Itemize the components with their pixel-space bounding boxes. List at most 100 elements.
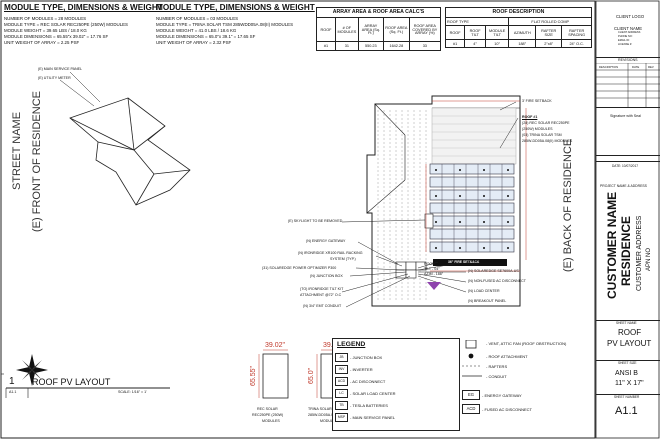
label-back-of-residence: (E) BACK OF RESIDENCE <box>562 138 574 272</box>
legend-item-fused-acd: ACD- FUSED AC DISCONNECT <box>462 404 532 414</box>
legend-item: JB- JUNCTION BOX <box>335 353 382 362</box>
footer-scale: SCALE: 1/16" = 1' <box>118 390 147 394</box>
client-line: LICENSE #: <box>618 43 632 46</box>
label-ac-disconnect: (N) NON-FUSED AC DISCONNECT <box>468 279 526 283</box>
spec-left-line: NUMBER OF MODULES = 28 MODULES <box>4 16 87 21</box>
legend-item: ACD- AC DISCONNECT <box>335 377 385 386</box>
legend-title: LEGEND <box>337 341 366 348</box>
equipment-box <box>415 261 427 271</box>
trina-caption: TRINA SOLAR TSM <box>308 407 341 411</box>
spec-left-line: MODULE DIMENSIONS = 65.55"x 39.02" = 17.… <box>4 34 109 39</box>
label-tesla-batteries: (N) TESLA BATTERIES <box>468 259 506 263</box>
equipment-box <box>405 269 417 279</box>
rev-header: REV <box>648 65 654 69</box>
spec-left-title: MODULE TYPE, DIMENSIONS & WEIGHT <box>4 3 163 12</box>
label-inverter: (N) SOLAREDGE SE7600A-US <box>468 269 519 273</box>
equipment-box <box>395 261 407 271</box>
trina-height-label: 65.0" <box>308 367 315 384</box>
label-roof1-title: ROOF #1 <box>522 115 538 119</box>
sheet-number: A1.1 <box>615 405 638 417</box>
table-cell: #1 <box>315 41 337 51</box>
footer-number: 1 <box>9 376 15 387</box>
trina-caption-3: MODULES <box>320 419 338 423</box>
setback-area <box>431 107 517 165</box>
table-cell: 24" O.C. <box>561 39 592 48</box>
table-header: ROOF <box>444 25 466 40</box>
label-main-service-panel: (E) MAIN SERVICE PANEL <box>38 67 83 71</box>
label-tilt-kit-2: ATTACHMENT @72" O.C <box>300 293 342 297</box>
label-street-name: STREET NAME <box>11 111 23 190</box>
apn-number: APN NO <box>646 247 652 271</box>
rec-width-label: 39.02" <box>265 342 286 349</box>
signature-label: Signature with Seal <box>610 114 641 118</box>
legend-item: INV- INVERTER <box>335 365 373 374</box>
footer-title: ROOF PV LAYOUT <box>32 377 111 387</box>
table-header: ROOF TILT <box>464 25 486 40</box>
dimension-lines <box>425 100 527 272</box>
spec-right-line: NUMBER OF MODULES = 03 MODULES <box>156 16 239 21</box>
table-cell: #1 <box>444 39 466 48</box>
residence-label: RESIDENCE <box>619 215 633 286</box>
revisions-title: REVISIONS <box>618 58 638 62</box>
title-block-sheet-name: SHEET NAME ROOF PV LAYOUT <box>596 320 660 361</box>
sheet-name-label: SHEET NAME <box>616 321 637 325</box>
label-breakout-panel: (N) BREAKOUT PANEL <box>468 299 507 303</box>
title-block-revisions: REVISIONS DESCRIPTION DATE REV <box>596 57 660 108</box>
legend-item: LC- SOLAR LOAD CENTER <box>335 389 396 398</box>
legend-symbols <box>462 340 482 377</box>
pv-module-row <box>429 163 515 175</box>
sheet-number-label: SHEET NUMBER <box>614 395 640 399</box>
legend-item-vent: - VENT, ATTIC FAN (ROOF OBSTRUCTION) <box>486 341 567 346</box>
sheet-size-label: SHEET SIZE <box>618 361 637 365</box>
roof-attachment-icon <box>468 353 474 359</box>
rec-module-diagram <box>262 353 289 399</box>
legend-item-rafters: - RAFTERS <box>486 364 508 369</box>
pv-module-row <box>429 189 515 201</box>
label-utility-meter: (E) UTILITY METER <box>38 76 71 80</box>
rec-caption-3: MODULES <box>262 419 280 423</box>
label-junction-box: (N) JUNCTION BOX <box>310 274 343 278</box>
rec-caption: REC SOLAR <box>257 407 278 411</box>
label-optimizer: (31) SOLAREDGE POWER OPTIMIZER P300 <box>262 266 337 270</box>
label-roof1-line: (28) REC SOLAR REC250PE <box>522 121 570 125</box>
rec-height-label: 65.55" <box>250 365 257 386</box>
title-block-signature: Signature with Seal <box>596 107 660 156</box>
vent-icon <box>465 340 477 349</box>
table-cell: 550.23 <box>357 41 385 51</box>
table-cell: 4° <box>464 39 486 48</box>
customer-address: CUSTOMER ADDRESS <box>636 215 643 291</box>
pv-module-row <box>429 176 515 188</box>
label-fire-setback: 3' FIRE SETBACK <box>522 99 552 103</box>
table-header: ROOF AREA (Sq. Ft.) <box>383 17 410 42</box>
fire-setback-bar <box>433 259 507 266</box>
pv-module-row <box>429 202 515 214</box>
pv-module-row <box>429 241 515 253</box>
label-roof-tilt-3: AZIM - 188° <box>424 272 444 276</box>
pv-module-row <box>429 228 515 240</box>
date-label: DATE: 10/07/2017 <box>612 164 638 168</box>
table-cell: 2"x8" <box>535 39 563 48</box>
spec-right-line: MODULE DIMENSIONS = 65.0"x 39.1" = 17.65… <box>156 34 256 39</box>
spec-right-line: UNIT WEIGHT OF ARRAY = 2.32 PSF <box>156 40 232 45</box>
legend-item-attachment: - ROOF ATTACHMENT <box>486 354 528 359</box>
label-roof1-line: 285W-DD05A.08(II) MODULES <box>522 139 573 143</box>
label-rail-racking-2: SYSTEM (TYP.) <box>330 257 356 261</box>
client-logo: CLIENT LOGO <box>616 14 645 19</box>
title-block-sheet-size: SHEET SIZE ANSI B 11" X 17" <box>596 360 660 395</box>
label-front-of-residence: (E) FRONT OF RESIDENCE <box>31 91 43 232</box>
table-cell: 33 <box>408 41 442 51</box>
customer-name: CUSTOMER NAME <box>605 191 619 299</box>
title-block-project: PROJECT NAME & ADDRESS CUSTOMER NAME RES… <box>596 161 660 321</box>
sheet-size-2: 11" X 17" <box>615 380 644 387</box>
title-block-client: CLIENT LOGO CLIENT NAME CLIENT ADDRESS P… <box>596 1 660 58</box>
azimuth-marker <box>427 282 441 290</box>
spec-right-line: MODULE WEIGHT = 41.0 LBS / 18.6 KG <box>156 28 237 33</box>
spec-left-line: UNIT WEIGHT OF ARRAY = 2.25 PSF <box>4 40 80 45</box>
label-roof1-line: (03) TRINA SOLAR TSM <box>522 133 562 137</box>
legend-item: TB- TESLA BATTERIES <box>335 401 388 410</box>
rev-header: DESCRIPTION <box>599 65 619 69</box>
roof-description-table: ROOF DESCRIPTION ROOF TYPE FLAT ROLLED C… <box>444 7 592 48</box>
title-block-sheet-number: SHEET NUMBER A1.1 <box>596 394 660 437</box>
legend: LEGEND JB- JUNCTION BOX INV- INVERTER AC… <box>332 338 460 431</box>
skylight <box>424 213 434 229</box>
